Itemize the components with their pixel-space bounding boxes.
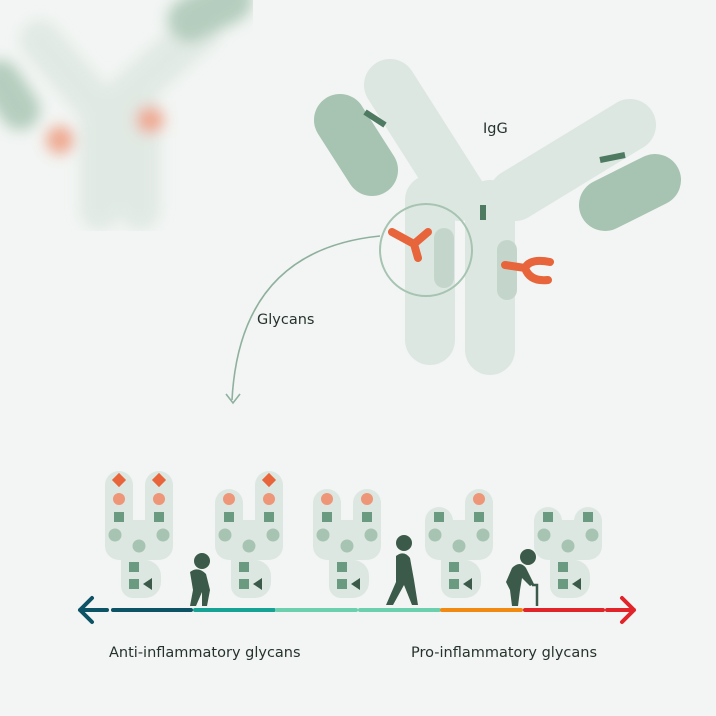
- mannose-circle: [242, 539, 256, 553]
- mannose-circle: [316, 528, 330, 542]
- glycan-icon: [388, 228, 432, 262]
- glcnac-square: [129, 579, 139, 589]
- glcnac-square: [337, 562, 347, 572]
- glcnac-square: [362, 512, 372, 522]
- glcnac-square: [474, 512, 484, 522]
- cane-icon: [532, 583, 539, 606]
- mannose-circle: [266, 528, 280, 542]
- galactose-circle: [263, 493, 275, 505]
- inflammation-scale: [78, 596, 636, 624]
- glycan-structure: [105, 471, 173, 598]
- sialic-acid-diamond: [111, 472, 127, 488]
- igg-label: IgG: [483, 121, 508, 137]
- galactose-circle: [361, 493, 373, 505]
- mannose-circle: [452, 539, 466, 553]
- galactose-circle: [223, 493, 235, 505]
- glycan-structure: [215, 471, 283, 598]
- galactose-circle: [153, 493, 165, 505]
- glcnac-square: [583, 512, 593, 522]
- arrow-right-icon: [605, 596, 636, 624]
- glcnac-square: [239, 562, 249, 572]
- glcnac-square: [434, 512, 444, 522]
- mannose-circle: [156, 528, 170, 542]
- glycan-structure: [534, 507, 602, 598]
- arrow-left-icon: [78, 596, 109, 624]
- igg-antibody: [225, 59, 681, 405]
- mannose-circle: [340, 539, 354, 553]
- mannose-circle: [132, 539, 146, 553]
- glcnac-square: [322, 512, 332, 522]
- glcnac-square: [337, 579, 347, 589]
- elderly-figure: [506, 549, 539, 606]
- glycans-label: Glycans: [257, 312, 315, 328]
- glcnac-square: [154, 512, 164, 522]
- blurred-antibody: [0, 0, 253, 230]
- glcnac-square: [449, 562, 459, 572]
- fucose-triangle: [253, 578, 262, 590]
- glcnac-square: [129, 562, 139, 572]
- mannose-circle: [218, 528, 232, 542]
- fucose-triangle: [143, 578, 152, 590]
- glcnac-square: [558, 579, 568, 589]
- sialic-acid-diamond: [261, 472, 277, 488]
- glcnac-square: [449, 579, 459, 589]
- anti-inflammatory-label: Anti-inflammatory glycans: [109, 645, 301, 661]
- glcnac-square: [114, 512, 124, 522]
- fucose-triangle: [572, 578, 581, 590]
- fucose-triangle: [463, 578, 472, 590]
- curved-arrow: [231, 235, 381, 401]
- glycan-structure: [425, 489, 493, 598]
- child-figure: [190, 553, 210, 606]
- mannose-circle: [561, 539, 575, 553]
- glcnac-square: [239, 579, 249, 589]
- glycan-structure: [313, 489, 381, 598]
- glcnac-square: [264, 512, 274, 522]
- sialic-acid-diamond: [151, 472, 167, 488]
- glcnac-square: [558, 562, 568, 572]
- mannose-circle: [364, 528, 378, 542]
- galactose-circle: [473, 493, 485, 505]
- glcnac-square: [224, 512, 234, 522]
- adult-figure: [386, 535, 418, 605]
- glcnac-square: [543, 512, 553, 522]
- fucose-triangle: [351, 578, 360, 590]
- mannose-circle: [108, 528, 122, 542]
- pro-inflammatory-label: Pro-inflammatory glycans: [411, 645, 598, 661]
- mannose-circle: [476, 528, 490, 542]
- galactose-circle: [113, 493, 125, 505]
- galactose-circle: [321, 493, 333, 505]
- glycan-icon: [501, 256, 554, 285]
- mannose-circle: [585, 528, 599, 542]
- mannose-circle: [537, 528, 551, 542]
- mannose-circle: [428, 528, 442, 542]
